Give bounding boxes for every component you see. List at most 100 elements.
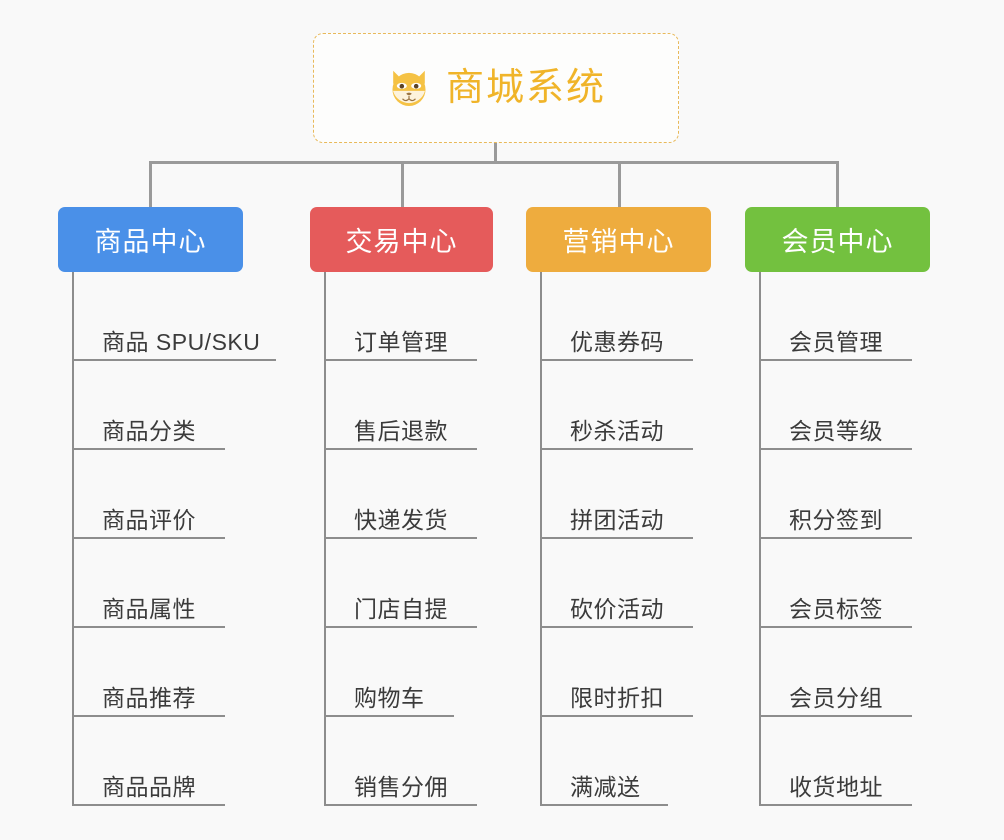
leaf-item[interactable]: 快递发货	[310, 450, 493, 539]
leaf-item-rule	[540, 804, 668, 806]
leaf-list-1: 商品 SPU/SKU 商品分类商品评价商品属性商品推荐商品品牌	[58, 272, 276, 806]
leaf-item-rule	[759, 448, 912, 450]
leaf-item-rule	[540, 537, 693, 539]
branch-2: 交易中心订单管理售后退款快递发货门店自提购物车销售分佣	[310, 207, 493, 806]
leaf-item-rule	[324, 626, 477, 628]
leaf-item-label: 收货地址	[789, 773, 883, 800]
leaf-item-label: 商品推荐	[102, 684, 196, 711]
leaf-item-label: 商品品牌	[102, 773, 196, 800]
connector-drop-2	[401, 161, 404, 207]
leaf-item-rule	[759, 804, 912, 806]
leaf-item-label: 商品 SPU/SKU	[102, 328, 261, 355]
leaf-item[interactable]: 商品推荐	[58, 628, 243, 717]
leaf-item-label: 订单管理	[354, 328, 448, 355]
leaf-item-label: 砍价活动	[570, 595, 664, 622]
leaf-item[interactable]: 秒杀活动	[526, 361, 711, 450]
leaf-item-label: 商品评价	[102, 506, 196, 533]
leaf-item-label: 满减送	[570, 773, 641, 800]
branch-header-2[interactable]: 交易中心	[310, 207, 493, 272]
leaf-item-label: 会员等级	[789, 417, 883, 444]
leaf-item[interactable]: 拼团活动	[526, 450, 711, 539]
connector-drop-4	[836, 161, 839, 207]
leaf-item[interactable]: 商品品牌	[58, 717, 243, 806]
leaf-item[interactable]: 商品 SPU/SKU	[58, 272, 276, 361]
branch-trunk-2	[324, 272, 326, 806]
leaf-item-label: 门店自提	[354, 595, 448, 622]
leaf-list-4: 会员管理会员等级积分签到会员标签会员分组收货地址	[745, 272, 930, 806]
branch-header-1[interactable]: 商品中心	[58, 207, 243, 272]
branch-4: 会员中心会员管理会员等级积分签到会员标签会员分组收货地址	[745, 207, 930, 806]
root-node[interactable]: 商城系统	[313, 33, 679, 143]
leaf-item-rule	[72, 359, 276, 361]
leaf-item[interactable]: 收货地址	[745, 717, 930, 806]
leaf-item[interactable]: 商品评价	[58, 450, 243, 539]
connector-horizontal-bus	[150, 161, 838, 164]
branch-3: 营销中心优惠券码秒杀活动拼团活动砍价活动限时折扣满减送	[526, 207, 711, 806]
leaf-item[interactable]: 商品属性	[58, 539, 243, 628]
leaf-item[interactable]: 会员等级	[745, 361, 930, 450]
leaf-item[interactable]: 订单管理	[310, 272, 493, 361]
branch-header-label: 营销中心	[562, 227, 675, 257]
branch-header-label: 商品中心	[94, 227, 207, 257]
connector-drop-1	[149, 161, 152, 207]
leaf-item[interactable]: 限时折扣	[526, 628, 711, 717]
leaf-item[interactable]: 优惠券码	[526, 272, 711, 361]
leaf-item-rule	[72, 448, 225, 450]
leaf-item-rule	[540, 626, 693, 628]
leaf-item[interactable]: 售后退款	[310, 361, 493, 450]
dog-face-icon	[392, 70, 426, 106]
leaf-item-rule	[540, 715, 693, 717]
leaf-item-label: 商品分类	[102, 417, 196, 444]
leaf-item-rule	[759, 359, 912, 361]
leaf-item-label: 优惠券码	[570, 328, 664, 355]
branch-header-3[interactable]: 营销中心	[526, 207, 711, 272]
leaf-item-rule	[72, 537, 225, 539]
leaf-list-3: 优惠券码秒杀活动拼团活动砍价活动限时折扣满减送	[526, 272, 711, 806]
leaf-item-label: 会员管理	[789, 328, 883, 355]
leaf-item-label: 快递发货	[354, 506, 448, 533]
leaf-item-rule	[72, 804, 225, 806]
leaf-item-label: 会员分组	[789, 684, 883, 711]
leaf-item-rule	[324, 359, 477, 361]
leaf-item-rule	[324, 448, 477, 450]
leaf-item-label: 销售分佣	[354, 773, 448, 800]
leaf-item[interactable]: 销售分佣	[310, 717, 493, 806]
leaf-item-label: 商品属性	[102, 595, 196, 622]
leaf-item-label: 秒杀活动	[570, 417, 664, 444]
leaf-item-label: 限时折扣	[570, 684, 664, 711]
leaf-item-label: 拼团活动	[570, 506, 664, 533]
leaf-item[interactable]: 积分签到	[745, 450, 930, 539]
leaf-list-2: 订单管理售后退款快递发货门店自提购物车销售分佣	[310, 272, 493, 806]
branch-trunk-4	[759, 272, 761, 806]
branch-1: 商品中心商品 SPU/SKU 商品分类商品评价商品属性商品推荐商品品牌	[58, 207, 276, 806]
leaf-item-rule	[324, 537, 477, 539]
leaf-item[interactable]: 会员标签	[745, 539, 930, 628]
leaf-item[interactable]: 会员管理	[745, 272, 930, 361]
leaf-item-label: 购物车	[354, 684, 425, 711]
branch-trunk-1	[72, 272, 74, 806]
leaf-item-rule	[72, 715, 225, 717]
leaf-item-label: 售后退款	[354, 417, 448, 444]
leaf-item[interactable]: 门店自提	[310, 539, 493, 628]
connector-root-stem	[494, 143, 497, 164]
leaf-item-rule	[759, 626, 912, 628]
branch-header-label: 交易中心	[345, 227, 458, 257]
leaf-item-rule	[759, 715, 912, 717]
leaf-item[interactable]: 购物车	[310, 628, 493, 717]
leaf-item-rule	[759, 537, 912, 539]
leaf-item-rule	[72, 626, 225, 628]
leaf-item[interactable]: 砍价活动	[526, 539, 711, 628]
leaf-item-rule	[324, 804, 477, 806]
branch-header-4[interactable]: 会员中心	[745, 207, 930, 272]
connector-drop-3	[618, 161, 621, 207]
leaf-item-label: 积分签到	[789, 506, 883, 533]
leaf-item-label: 会员标签	[789, 595, 883, 622]
leaf-item[interactable]: 会员分组	[745, 628, 930, 717]
leaf-item-rule	[540, 359, 693, 361]
leaf-item-rule	[540, 448, 693, 450]
leaf-item[interactable]: 满减送	[526, 717, 711, 806]
branch-header-label: 会员中心	[781, 227, 894, 257]
leaf-item-rule	[324, 715, 454, 717]
leaf-item[interactable]: 商品分类	[58, 361, 243, 450]
